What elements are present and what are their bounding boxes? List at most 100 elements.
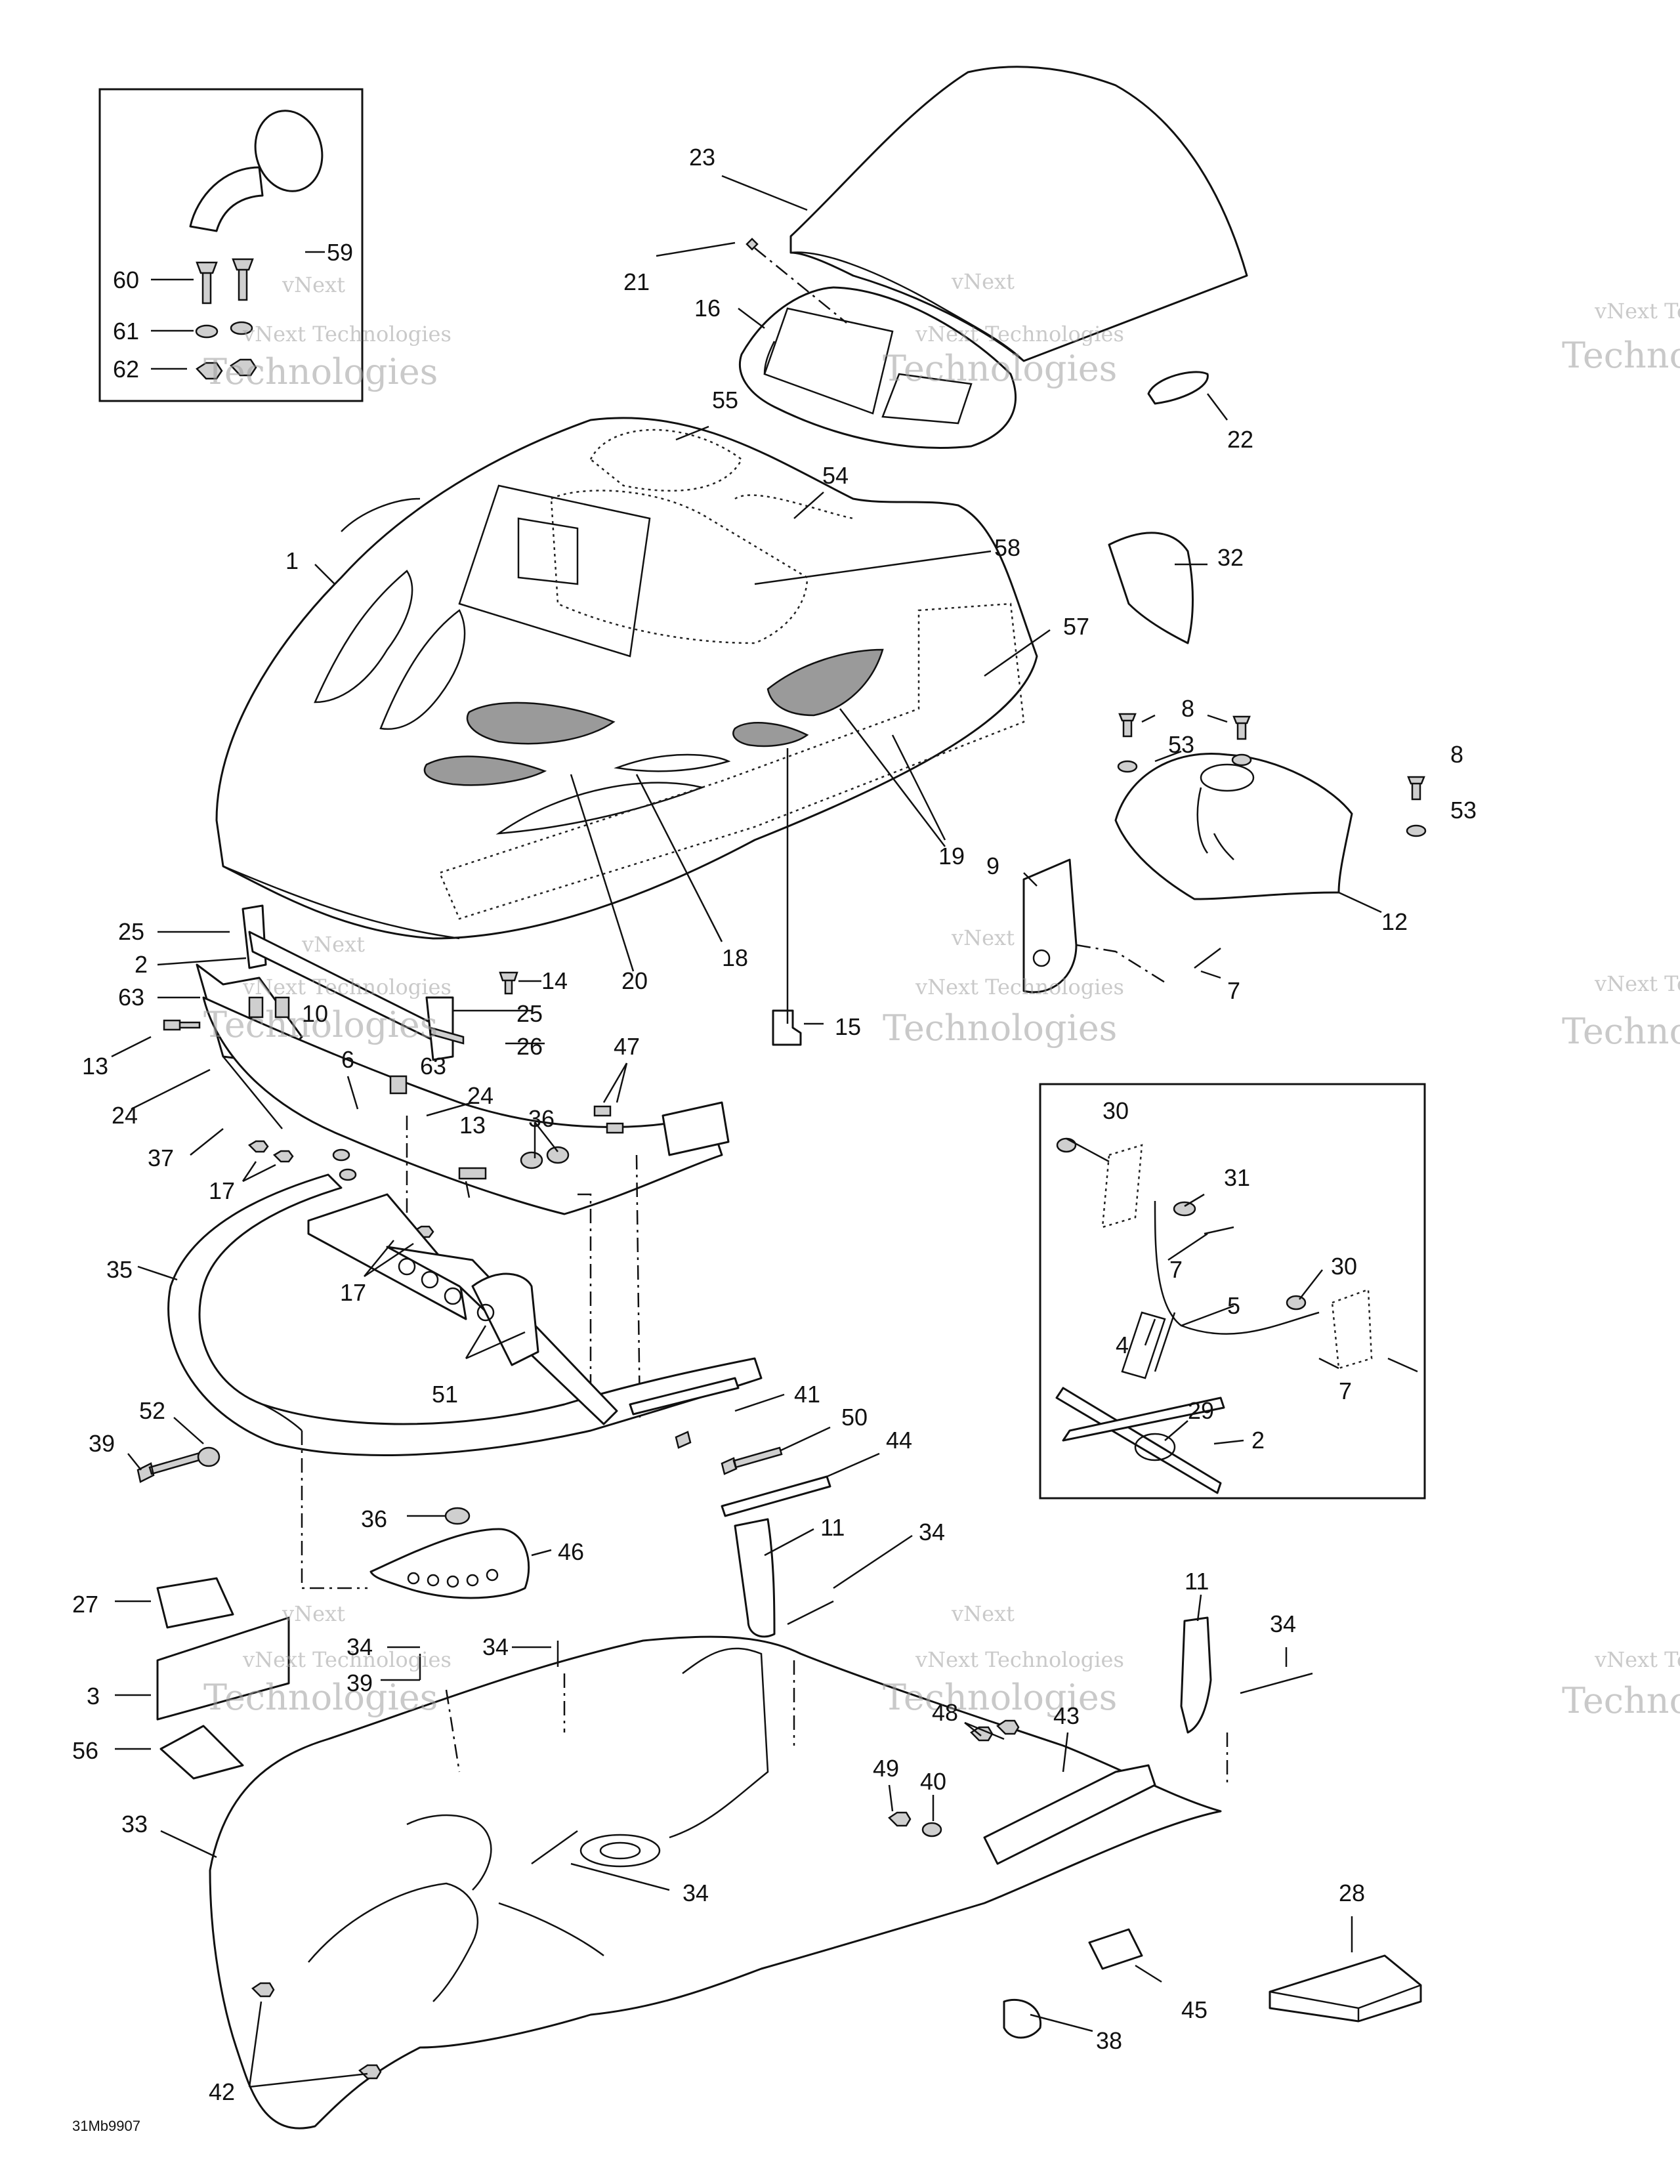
callout-46: 46 [558, 1538, 584, 1565]
watermark-text-large: Technologies [203, 351, 438, 392]
callout-18: 18 [722, 944, 748, 971]
callout-13: 13 [82, 1053, 108, 1080]
watermark-text: vNext Technologies [242, 975, 452, 999]
windshield [789, 66, 1248, 362]
figure-code: 31Mb9907 [72, 2118, 140, 2134]
callout-45: 45 [1181, 1996, 1208, 2023]
callout-36: 36 [528, 1105, 555, 1132]
callout-15: 15 [835, 1013, 861, 1040]
callout-24b: 24 [467, 1082, 494, 1109]
callout-12: 12 [1381, 908, 1408, 935]
callout-13b: 13 [459, 1112, 486, 1139]
callout-63b: 63 [420, 1053, 446, 1080]
callout-37: 37 [148, 1144, 174, 1171]
callout-36b: 36 [361, 1505, 387, 1532]
callout-4: 4 [1116, 1332, 1129, 1358]
callout-8b: 8 [1450, 741, 1463, 768]
callout-16: 16 [694, 295, 721, 322]
callout-28: 28 [1339, 1880, 1365, 1906]
callout-30b: 30 [1331, 1253, 1357, 1280]
callout-51: 51 [432, 1381, 458, 1408]
callout-30: 30 [1102, 1097, 1129, 1124]
rear-reinforcement [369, 1507, 530, 1599]
callout-63: 63 [118, 984, 144, 1011]
callout-48: 48 [932, 1699, 958, 1726]
watermark-fragment: vNext [301, 932, 365, 957]
watermark-fragment: vNext [282, 1601, 345, 1626]
callout-10: 10 [302, 1000, 328, 1027]
cable-inset [1039, 1083, 1426, 1500]
callout-34e: 34 [682, 1880, 709, 1906]
leader-lines [111, 175, 1382, 2088]
watermark-text-large: Technologies [203, 1004, 438, 1045]
callout-53: 53 [1168, 731, 1194, 758]
callout-60: 60 [113, 266, 139, 293]
callout-17: 17 [209, 1177, 235, 1204]
callout-39b: 39 [346, 1670, 373, 1696]
callout-53b: 53 [1450, 797, 1477, 824]
callout-57: 57 [1063, 613, 1089, 640]
watermark-text-large: Technologies [203, 1677, 438, 1718]
callout-34: 34 [919, 1519, 945, 1545]
callout-32: 32 [1217, 544, 1244, 571]
callout-55: 55 [712, 387, 738, 413]
callout-62: 62 [113, 356, 139, 383]
callout-19: 19 [938, 843, 965, 870]
watermark-fragment: vNext [951, 925, 1015, 950]
callout-47: 47 [614, 1033, 640, 1060]
watermark-text-large: Technologies [883, 1007, 1117, 1049]
watermark-text: vNext Technologies [915, 975, 1124, 999]
callout-17b: 17 [340, 1279, 366, 1306]
hood [215, 417, 1038, 940]
callout-22: 22 [1227, 426, 1253, 453]
callout-7: 7 [1227, 977, 1240, 1004]
watermark-fragment: Technol [1562, 335, 1680, 376]
callout-58: 58 [994, 534, 1020, 561]
callout-5: 5 [1227, 1292, 1240, 1319]
callout-26: 26 [516, 1033, 543, 1060]
callout-29: 29 [1188, 1397, 1214, 1424]
callout-23: 23 [689, 144, 715, 171]
callout-11b: 11 [1185, 1568, 1209, 1595]
watermark-text: vNext Technologies [915, 1647, 1124, 1672]
watermarks: vNext Technologies Technologies vNext vN… [203, 269, 1680, 1721]
callout-61: 61 [113, 318, 139, 345]
callout-6: 6 [341, 1046, 354, 1073]
callout-50: 50 [841, 1404, 868, 1431]
bumper [136, 1173, 831, 1589]
callout-11: 11 [820, 1514, 845, 1541]
console [738, 286, 1017, 449]
callout-34d: 34 [482, 1633, 509, 1660]
callout-34c: 34 [346, 1633, 373, 1660]
callout-25: 25 [118, 918, 144, 945]
callout-8: 8 [1181, 695, 1194, 722]
callout-27: 27 [72, 1591, 98, 1618]
callout-33: 33 [121, 1811, 148, 1838]
callout-41: 41 [794, 1381, 820, 1408]
callout-labels: 59 60 61 62 23 21 16 22 55 54 58 32 57 1… [72, 144, 1477, 2105]
callout-21: 21 [623, 268, 650, 295]
callout-20: 20 [621, 967, 648, 994]
watermark-fragment: vNext Te [1594, 299, 1680, 324]
callout-56: 56 [72, 1737, 98, 1764]
callout-44: 44 [886, 1427, 912, 1454]
callout-39: 39 [89, 1430, 115, 1457]
watermark-text: vNext Technologies [242, 322, 452, 346]
watermark-fragment: vNext [951, 1601, 1015, 1626]
callout-35: 35 [106, 1256, 133, 1283]
watermark-text-large: Technologies [883, 1677, 1117, 1718]
hood-small-parts [499, 238, 1209, 1046]
callout-38: 38 [1096, 2027, 1122, 2054]
callout-2: 2 [135, 951, 148, 978]
callout-52: 52 [139, 1397, 165, 1424]
callout-9: 9 [986, 852, 999, 879]
flat-parts [156, 1577, 1422, 2023]
callout-24: 24 [112, 1102, 138, 1129]
watermark-fragment: Techno [1562, 1011, 1680, 1052]
callout-54: 54 [822, 462, 849, 489]
belly-pan [209, 1518, 1313, 2130]
watermark-fragment: vNext [951, 269, 1015, 294]
callout-2b: 2 [1251, 1427, 1265, 1454]
watermark-fragment: vNext Te [1594, 1647, 1680, 1672]
